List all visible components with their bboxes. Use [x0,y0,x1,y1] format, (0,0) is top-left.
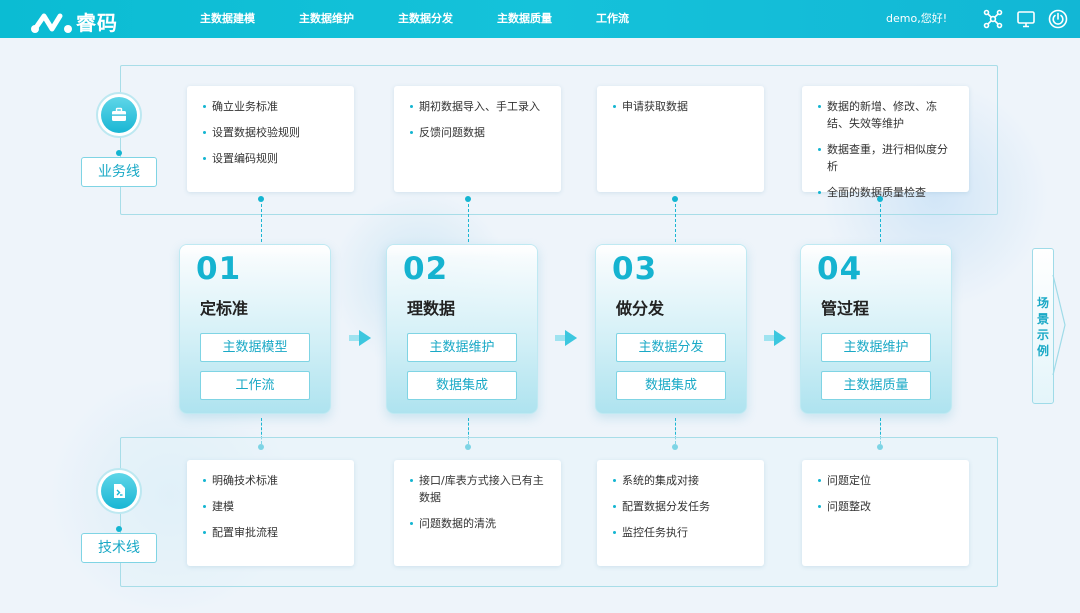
top-bar: 睿码 主数据建模 主数据维护 主数据分发 主数据质量 工作流 demo,您好! [0,0,1080,38]
user-greeting[interactable]: demo,您好! [886,12,948,25]
scenario-example-label: 场景示例 [1036,296,1049,358]
connector-line [261,204,262,242]
main-nav: 主数据建模 主数据维护 主数据分发 主数据质量 工作流 [178,0,651,38]
flow-arrow-icon [555,330,577,346]
tech-card-3: 系统的集成对接 配置数据分发任务 监控任务执行 [597,460,764,566]
flow-arrow-icon [764,330,786,346]
monitor-icon[interactable] [1016,9,1036,29]
step-button-master-data-distribution[interactable]: 主数据分发 [616,333,726,362]
connector-dot [258,196,264,202]
briefcase-icon [112,107,126,121]
list-item: 数据的新增、修改、冻结、失效等维护 [818,98,957,132]
list-item: 问题数据的清洗 [410,515,549,532]
logo[interactable]: 睿码 [30,7,118,36]
connector-line [880,204,881,242]
step-button-master-data-model[interactable]: 主数据模型 [200,333,310,362]
business-card-3: 申请获取数据 [597,86,764,192]
connector-dot [672,196,678,202]
list-item: 接口/库表方式接入已有主数据 [410,472,549,506]
logo-text: 睿码 [76,11,118,35]
connector-line [675,204,676,242]
connector-dot [465,196,471,202]
tech-card-1: 明确技术标准 建模 配置审批流程 [187,460,354,566]
logo-mark-icon [31,13,72,33]
step-button-master-data-maintenance[interactable]: 主数据维护 [821,333,931,362]
step-card-04: 04 管过程 主数据维护 主数据质量 [800,244,952,414]
network-icon[interactable] [983,9,1003,29]
tech-lane-badge [96,468,142,514]
list-item: 设置编码规则 [203,150,342,167]
list-item: 监控任务执行 [613,524,752,541]
nav-item-maintenance[interactable]: 主数据维护 [299,12,354,25]
list-item: 问题定位 [818,472,957,489]
list-item: 建模 [203,498,342,515]
tech-card-4: 问题定位 问题整改 [802,460,969,566]
tech-card-2: 接口/库表方式接入已有主数据 问题数据的清洗 [394,460,561,566]
step-card-02: 02 理数据 主数据维护 数据集成 [386,244,538,414]
step-button-master-data-maintenance[interactable]: 主数据维护 [407,333,517,362]
chevron-right-icon [1052,275,1066,375]
connector-line [880,418,881,444]
business-card-4: 数据的新增、修改、冻结、失效等维护 数据查重，进行相似度分析 全面的数据质量检查 [802,86,969,199]
step-button-data-integration[interactable]: 数据集成 [616,371,726,400]
nav-item-distribution[interactable]: 主数据分发 [398,12,453,25]
nav-item-modeling[interactable]: 主数据建模 [200,12,255,25]
business-lane-frame [120,65,998,215]
flow-arrow-icon [349,330,371,346]
tech-lane-label[interactable]: 技术线 [81,533,157,563]
code-file-icon [114,484,125,498]
nav-item-workflow[interactable]: 工作流 [596,12,629,25]
business-card-2: 期初数据导入、手工录入 反馈问题数据 [394,86,561,192]
list-item: 全面的数据质量检查 [818,184,957,201]
list-item: 反馈问题数据 [410,124,549,141]
list-item: 系统的集成对接 [613,472,752,489]
step-card-01: 01 定标准 主数据模型 工作流 [179,244,331,414]
connector-line [468,418,469,444]
connector-line [468,204,469,242]
scenario-example-tab[interactable]: 场景示例 [1032,248,1054,404]
list-item: 明确技术标准 [203,472,342,489]
list-item: 期初数据导入、手工录入 [410,98,549,115]
power-icon[interactable] [1048,9,1068,29]
list-item: 确立业务标准 [203,98,342,115]
connector-dot [877,196,883,202]
business-card-1: 确立业务标准 设置数据校验规则 设置编码规则 [187,86,354,192]
list-item: 配置审批流程 [203,524,342,541]
business-lane-label[interactable]: 业务线 [81,157,157,187]
step-title: 理数据 [407,299,456,318]
step-button-data-integration[interactable]: 数据集成 [407,371,517,400]
step-button-workflow[interactable]: 工作流 [200,371,310,400]
step-number: 04 [817,251,863,287]
connector-line [675,418,676,444]
lane-connector-dot [116,150,122,156]
step-number: 02 [403,251,449,287]
step-button-master-data-quality[interactable]: 主数据质量 [821,371,931,400]
step-title: 管过程 [821,299,870,318]
step-title: 做分发 [616,299,665,318]
list-item: 申请获取数据 [613,98,752,115]
step-title: 定标准 [200,299,249,318]
nav-item-quality[interactable]: 主数据质量 [497,12,552,25]
lane-connector-dot [116,526,122,532]
step-number: 03 [612,251,658,287]
business-lane-badge [96,92,142,138]
step-number: 01 [196,251,242,287]
list-item: 数据查重，进行相似度分析 [818,141,957,175]
list-item: 设置数据校验规则 [203,124,342,141]
connector-line [261,418,262,444]
step-card-03: 03 做分发 主数据分发 数据集成 [595,244,747,414]
list-item: 配置数据分发任务 [613,498,752,515]
list-item: 问题整改 [818,498,957,515]
